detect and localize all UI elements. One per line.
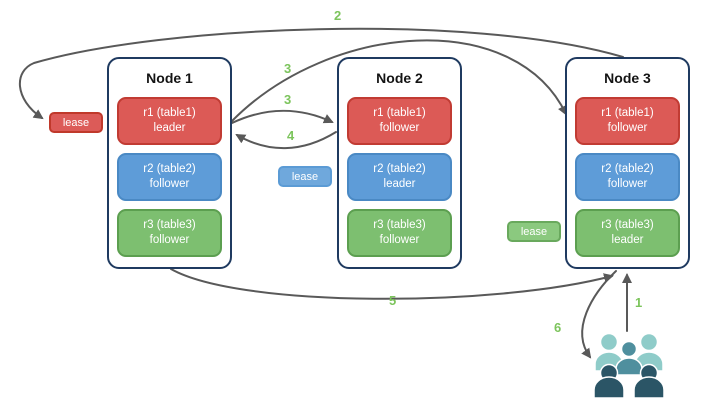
replica-node3-r2: r2 (table2) follower (575, 153, 680, 201)
replica-role: follower (379, 234, 420, 246)
replica-role: follower (149, 234, 190, 246)
arrow-step2-gateway-to-leaseholder (19, 27, 624, 120)
replica-name: r2 (table2) (373, 163, 426, 176)
replica-role: follower (607, 122, 648, 134)
replica-name: r3 (table3) (601, 219, 654, 232)
lease-badge-table1: lease (49, 112, 103, 133)
replica-name: r1 (table1) (601, 107, 654, 120)
replica-role: follower (379, 122, 420, 134)
replica-role: follower (149, 178, 190, 190)
step-label-3b: 3 (284, 92, 292, 107)
replica-node1-r2: r2 (table2) follower (117, 153, 222, 201)
node-title: Node 1 (146, 70, 193, 86)
node-3: Node 3 r1 (table1) follower r2 (table2) … (565, 57, 690, 269)
replica-name: r2 (table2) (601, 163, 654, 176)
replica-name: r3 (table3) (373, 219, 426, 232)
lease-badge-table2: lease (278, 166, 332, 187)
node-1: Node 1 r1 (table1) leader r2 (table2) fo… (107, 57, 232, 269)
arrow-step5-leader-to-gateway (170, 268, 614, 300)
user-front-left-icon (593, 363, 625, 398)
replica-node2-r3: r3 (table3) follower (347, 209, 452, 257)
replica-role: leader (153, 122, 186, 134)
replica-name: r1 (table1) (373, 107, 426, 120)
lease-badge-table3: lease (507, 221, 561, 242)
replica-node2-r2: r2 (table2) leader (347, 153, 452, 201)
replica-node3-r1: r1 (table1) follower (575, 97, 680, 145)
step-label-5: 5 (389, 293, 397, 308)
replica-role: leader (611, 234, 644, 246)
user-front-right-icon (633, 363, 665, 398)
replica-name: r2 (table2) (143, 163, 196, 176)
replica-name: r3 (table3) (143, 219, 196, 232)
step-label-2: 2 (334, 8, 342, 23)
replica-node2-r1: r1 (table1) follower (347, 97, 452, 145)
replica-role: leader (383, 178, 416, 190)
replica-node3-r3: r3 (table3) leader (575, 209, 680, 257)
step-label-6: 6 (554, 320, 562, 335)
step-label-1: 1 (635, 295, 643, 310)
node-title: Node 3 (604, 70, 651, 86)
arrow-step3-leader-to-node2-follower (231, 109, 334, 124)
step-label-4: 4 (287, 128, 295, 143)
replica-role: follower (607, 178, 648, 190)
arrow-step3-leader-to-node3-follower (231, 39, 568, 122)
node-2: Node 2 r1 (table1) follower r2 (table2) … (337, 57, 462, 269)
arrow-step6-gateway-to-client (581, 270, 617, 359)
arrow-step4-follower-ack-to-leader (235, 131, 337, 150)
user-middle-icon (615, 340, 643, 376)
users-group-icon (593, 332, 665, 398)
replica-name: r1 (table1) (143, 107, 196, 120)
replica-node1-r1: r1 (table1) leader (117, 97, 222, 145)
step-label-3a: 3 (284, 61, 292, 76)
node-title: Node 2 (376, 70, 423, 86)
replica-node1-r3: r3 (table3) follower (117, 209, 222, 257)
